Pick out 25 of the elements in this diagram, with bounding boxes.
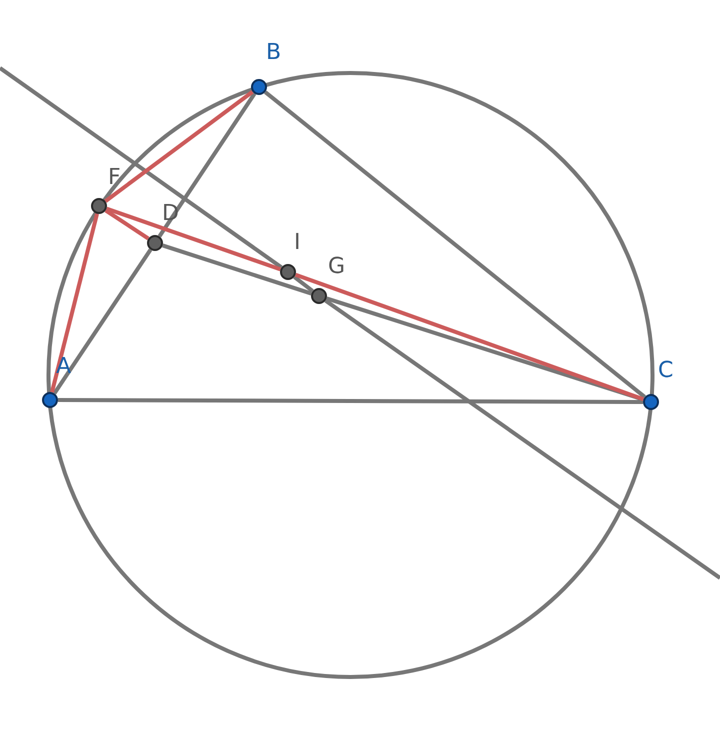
highlight-segment [104, 90, 254, 203]
highlight-segment [50, 213, 99, 393]
point-marker [42, 392, 58, 408]
point-label: B [266, 42, 282, 64]
point-label: F [108, 167, 121, 189]
line-segment [324, 298, 720, 580]
point-marker [280, 264, 296, 280]
highlight-segment [106, 206, 282, 272]
line-segment [52, 248, 152, 394]
line-segment [293, 275, 314, 293]
highlight-segment [294, 272, 644, 402]
point-label: G [328, 256, 346, 278]
line-segment [58, 398, 643, 404]
point-marker [311, 288, 327, 304]
line-segment [0, 66, 283, 269]
line-segment [264, 90, 646, 399]
point-marker [91, 198, 107, 214]
point-label: C [658, 360, 674, 382]
line-segment [162, 244, 312, 296]
highlight-segment [104, 208, 150, 240]
point-label: I [294, 232, 300, 254]
point-marker [251, 79, 267, 95]
line-segment [158, 92, 256, 238]
point-marker [643, 394, 659, 410]
point-marker [147, 235, 163, 251]
